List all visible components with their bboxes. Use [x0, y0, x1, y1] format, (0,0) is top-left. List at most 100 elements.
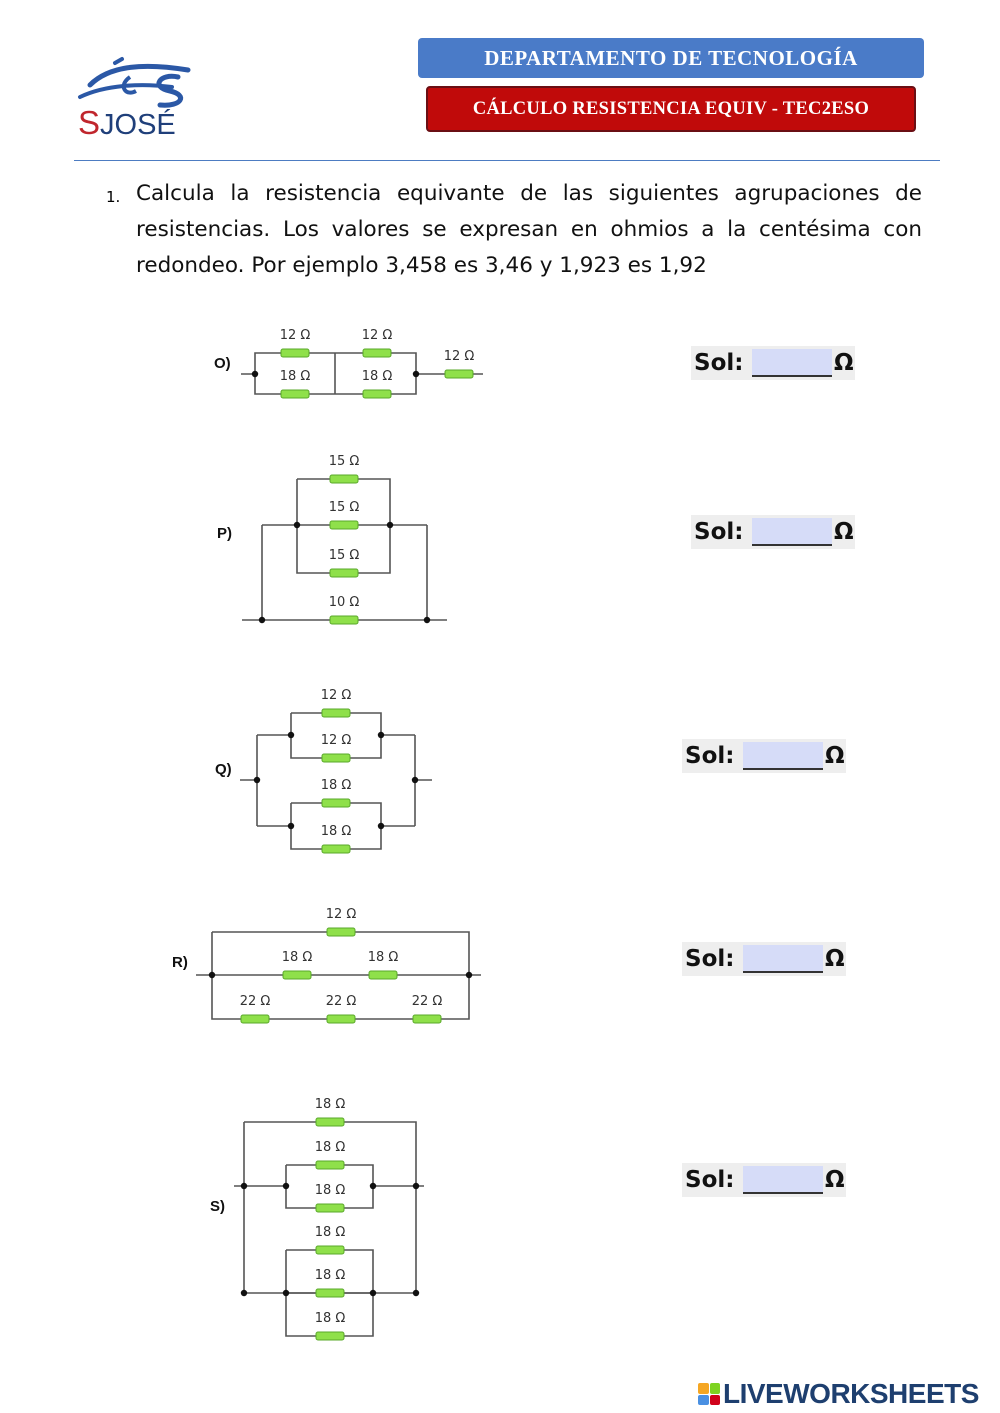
answer-label: Sol:: [685, 743, 735, 769]
junction-dot: [251, 370, 259, 378]
resistor: [315, 1117, 345, 1127]
resistor: [240, 1014, 270, 1024]
resistor-value: 18 Ω: [315, 1140, 346, 1155]
wire: [296, 478, 391, 574]
resistor-value: 18 Ω: [315, 1097, 346, 1112]
circuit-id: P): [217, 525, 232, 542]
resistor-value: 18 Ω: [321, 778, 352, 793]
school-logo-icon: [78, 57, 191, 108]
wire: [211, 931, 470, 1020]
junction-dot: [369, 1289, 377, 1297]
answer-unit: Ω: [834, 350, 854, 376]
answer-unit: Ω: [825, 946, 845, 972]
answer-q: Sol: Ω: [682, 739, 846, 773]
answer-s: Sol: Ω: [682, 1163, 846, 1197]
junction-dot: [258, 616, 266, 624]
junction-dot: [465, 971, 473, 979]
junction-dot: [377, 822, 385, 830]
department-banner: DEPARTAMENTO DE TECNOLOGÍA: [418, 38, 924, 78]
junction-dot: [240, 1289, 248, 1297]
resistor: [362, 348, 392, 358]
wire: [290, 802, 382, 850]
resistor-value: 10 Ω: [329, 595, 360, 610]
resistor-value: 12 Ω: [326, 907, 357, 922]
circuit-id: R): [172, 954, 188, 971]
answer-label: Sol:: [694, 350, 744, 376]
junction-dot: [423, 616, 431, 624]
resistor-value: 22 Ω: [240, 994, 271, 1009]
resistor-value: 12 Ω: [321, 688, 352, 703]
logo-s: S: [78, 104, 101, 141]
junction-dot: [282, 1289, 290, 1297]
wire: [290, 712, 382, 759]
resistor-value: 18 Ω: [368, 950, 399, 965]
junction-dot: [386, 521, 394, 529]
resistor-value: 18 Ω: [315, 1225, 346, 1240]
resistor: [321, 708, 351, 718]
resistor: [362, 389, 392, 399]
resistor-value: 18 Ω: [321, 824, 352, 839]
school-logo-text: SJOSÉ: [78, 104, 176, 142]
answer-label: Sol:: [685, 1167, 735, 1193]
resistor: [321, 798, 351, 808]
answer-r: Sol: Ω: [682, 942, 846, 976]
resistor: [321, 844, 351, 854]
resistor-value: 18 Ω: [315, 1311, 346, 1326]
junction-dot: [412, 1289, 420, 1297]
circuit-id: S): [210, 1198, 225, 1215]
question-text: Calcula la resistencia equivante de las …: [136, 181, 922, 278]
answer-input-p[interactable]: [752, 518, 832, 546]
resistor: [315, 1245, 345, 1255]
circuit-id: O): [214, 355, 231, 372]
answer-input-q[interactable]: [743, 742, 823, 770]
answer-unit: Ω: [825, 1167, 845, 1193]
answer-input-r[interactable]: [743, 945, 823, 973]
answer-o: Sol: Ω: [691, 346, 855, 380]
resistor: [444, 369, 474, 379]
resistor-value: 12 Ω: [362, 328, 393, 343]
answer-label: Sol:: [694, 519, 744, 545]
resistor-value: 15 Ω: [329, 454, 360, 469]
resistor: [329, 615, 359, 625]
junction-dot: [282, 1182, 290, 1190]
junction-dot: [208, 971, 216, 979]
question-number: 1.: [106, 188, 121, 206]
resistor-value: 18 Ω: [362, 369, 393, 384]
resistor: [315, 1288, 345, 1298]
answer-input-o[interactable]: [752, 349, 832, 377]
resistor: [315, 1331, 345, 1341]
resistor: [368, 970, 398, 980]
resistor-value: 18 Ω: [282, 950, 313, 965]
resistor: [321, 753, 351, 763]
answer-p: Sol: Ω: [691, 515, 855, 549]
resistor-value: 22 Ω: [326, 994, 357, 1009]
circuit-id: Q): [215, 761, 232, 778]
resistor: [280, 389, 310, 399]
resistor: [329, 568, 359, 578]
resistor-value: 18 Ω: [315, 1183, 346, 1198]
junction-dot: [287, 822, 295, 830]
resistor: [326, 1014, 356, 1024]
junction-dot: [369, 1182, 377, 1190]
junction-dot: [240, 1182, 248, 1190]
resistor: [412, 1014, 442, 1024]
liveworksheets-logo: LIVEWORKSHEETS: [698, 1378, 979, 1410]
liveworksheets-mark-icon: [698, 1383, 720, 1405]
answer-input-s[interactable]: [743, 1166, 823, 1194]
resistor: [280, 348, 310, 358]
liveworksheets-brand: LIVEWORKSHEETS: [723, 1378, 979, 1409]
junction-dot: [412, 370, 420, 378]
resistor-value: 12 Ω: [321, 733, 352, 748]
logo-rest: JOSÉ: [100, 109, 176, 141]
resistor-value: 15 Ω: [329, 500, 360, 515]
resistor: [315, 1203, 345, 1213]
resistor-value: 12 Ω: [444, 349, 475, 364]
answer-unit: Ω: [834, 519, 854, 545]
junction-dot: [287, 731, 295, 739]
resistor: [329, 520, 359, 530]
resistor: [326, 927, 356, 937]
resistor-value: 12 Ω: [280, 328, 311, 343]
junction-dot: [412, 1182, 420, 1190]
junction-dot: [253, 776, 261, 784]
